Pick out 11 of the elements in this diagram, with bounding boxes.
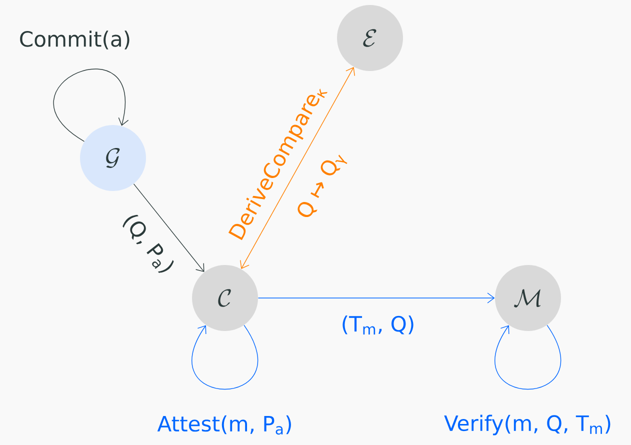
edge-label: Attest(m, P$_{a}$) [157, 415, 291, 435]
arrow [133, 184, 204, 272]
edge-label: (Q, P$_{a}$) [122, 214, 174, 273]
edge-label: Commit(a) [20, 30, 130, 50]
arrow [53, 68, 129, 142]
arrow [192, 324, 258, 390]
arrow [494, 324, 562, 390]
edge-label: Verify(m, Q, T$_{m}$) [444, 414, 610, 436]
edge-label: (T$_{m}$, Q) [342, 315, 414, 335]
arrow [240, 67, 355, 269]
arrow [258, 292, 495, 304]
